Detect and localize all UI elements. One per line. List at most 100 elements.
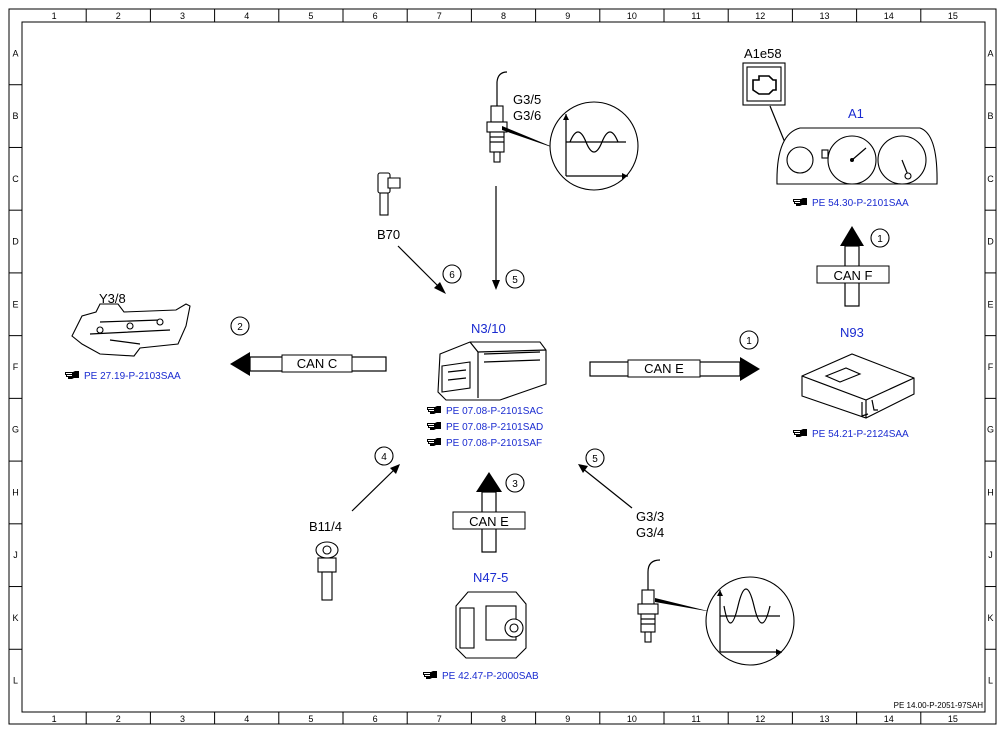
grid-column-label: 9 [565, 11, 570, 21]
grid-column-label: 12 [755, 714, 765, 724]
n310-references [427, 406, 441, 446]
grid-row-label: D [987, 237, 994, 247]
o2-sensor-g33[interactable] [637, 559, 795, 666]
grid-column-label: 3 [180, 714, 185, 724]
inner-frame [21, 21, 986, 713]
grid-row-label: E [12, 299, 18, 309]
b114-signal-arrow [351, 467, 397, 512]
signal-1-number-right: 1 [746, 336, 752, 347]
grid-column-label: 3 [180, 11, 185, 21]
b114-label: B11/4 [309, 519, 342, 534]
g33-label: G3/3 [636, 509, 664, 524]
waveform-top-icon [549, 101, 639, 191]
grid-column-label: 10 [627, 714, 637, 724]
n93-label: N93 [840, 325, 864, 340]
signal-4-number: 4 [381, 452, 387, 463]
signal-2-number: 2 [237, 322, 243, 333]
grid-row-label: J [988, 550, 993, 560]
coolant-temp-sensor-b114[interactable] [315, 541, 339, 601]
engine-control-unit-n310[interactable] [437, 341, 547, 401]
check-engine-lamp-a1e58[interactable] [742, 62, 786, 106]
central-gateway-n93[interactable] [801, 353, 915, 419]
grid-row-label: B [12, 111, 18, 121]
n310-ref-link-1[interactable]: PE 07.08-P-2101SAC [446, 406, 543, 417]
can-e-bus-bottom [452, 472, 526, 553]
y38-label: Y3/8 [99, 291, 126, 306]
grid-column-label: 11 [691, 714, 700, 724]
n93-ref-link[interactable]: PE 54.21-P-2124SAA [812, 429, 909, 440]
instrument-cluster-a1[interactable] [776, 127, 938, 185]
grid-row-label: F [988, 362, 994, 372]
grid-column-label: 15 [948, 714, 958, 724]
grid-column-label: 6 [373, 11, 378, 21]
signal-2-marker [230, 316, 250, 336]
grid-row-label: A [987, 48, 993, 58]
b70-signal-arrow [397, 245, 443, 291]
grid-row-label: C [987, 174, 994, 184]
can-c-label: CAN C [297, 356, 337, 371]
grid-row-label: E [987, 299, 993, 309]
hand-pointer-icon [427, 438, 441, 446]
grid-row-label: G [12, 425, 19, 435]
g35-label: G3/5 [513, 92, 541, 107]
grid-column-label: 5 [308, 11, 313, 21]
a1-label: A1 [848, 106, 864, 121]
n475-ref-link[interactable]: PE 42.47-P-2000SAB [442, 671, 539, 682]
transmission-control-y38[interactable] [71, 303, 191, 357]
signal-1-marker-right [739, 330, 759, 350]
hand-pointer-icon [793, 429, 807, 437]
grid-row-label: D [12, 237, 19, 247]
outer-frame [8, 8, 997, 725]
grid-row-label: J [13, 550, 18, 560]
grid-column-label: 1 [52, 714, 57, 724]
grid-index: 1122334455667788991010111112121313141415… [9, 9, 996, 724]
b70-label: B70 [377, 227, 400, 242]
n475-label: N47-5 [473, 570, 508, 585]
o2-sensor-g35[interactable] [486, 71, 639, 191]
abs-unit-n475[interactable] [455, 591, 527, 659]
grid-column-label: 7 [437, 714, 442, 724]
grid-column-label: 1 [52, 11, 57, 21]
grid-column-label: 12 [755, 11, 765, 21]
grid-row-label: K [987, 613, 993, 623]
signal-5-number-bottom: 5 [592, 454, 598, 465]
document-reference: PE 14.00-P-2051-97SAH [894, 701, 984, 710]
grid-column-label: 6 [373, 714, 378, 724]
signal-6-number: 6 [449, 270, 455, 281]
grid-row-label: B [987, 111, 993, 121]
signal-6-marker [442, 264, 462, 284]
grid-column-label: 4 [244, 11, 249, 21]
grid-column-label: 9 [565, 714, 570, 724]
hand-pointer-icon [793, 198, 807, 206]
can-f-bus [816, 226, 890, 307]
grid-column-label: 8 [501, 11, 506, 21]
grid-column-label: 14 [884, 714, 894, 724]
y38-ref-link[interactable]: PE 27.19-P-2103SAA [84, 371, 181, 382]
a1-ref-link[interactable]: PE 54.30-P-2101SAA [812, 198, 909, 209]
can-e-bottom-label: CAN E [469, 514, 509, 529]
signal-4-marker [374, 446, 394, 466]
a1e58-label: A1e58 [744, 46, 782, 61]
grid-column-label: 2 [116, 11, 121, 21]
crankshaft-sensor-b70[interactable] [377, 172, 401, 216]
grid-column-label: 11 [691, 11, 700, 21]
n310-ref-link-3[interactable]: PE 07.08-P-2101SAF [446, 438, 542, 449]
grid-column-label: 13 [819, 11, 829, 21]
grid-row-label: H [12, 487, 19, 497]
g36-label: G3/6 [513, 108, 541, 123]
can-c-bus [230, 352, 387, 376]
signal-1-number-top: 1 [877, 234, 883, 245]
grid-column-label: 4 [244, 714, 249, 724]
n310-ref-link-2[interactable]: PE 07.08-P-2101SAD [446, 422, 543, 433]
grid-row-label: C [12, 174, 19, 184]
signal-5-marker-top [505, 269, 525, 289]
grid-column-label: 8 [501, 714, 506, 724]
signal-3-number: 3 [512, 479, 518, 490]
grid-column-label: 7 [437, 11, 442, 21]
can-e-bus-right [589, 357, 760, 381]
grid-row-label: F [13, 362, 19, 372]
grid-column-label: 15 [948, 11, 958, 21]
g34-label: G3/4 [636, 525, 664, 540]
grid-row-label: L [13, 676, 18, 686]
